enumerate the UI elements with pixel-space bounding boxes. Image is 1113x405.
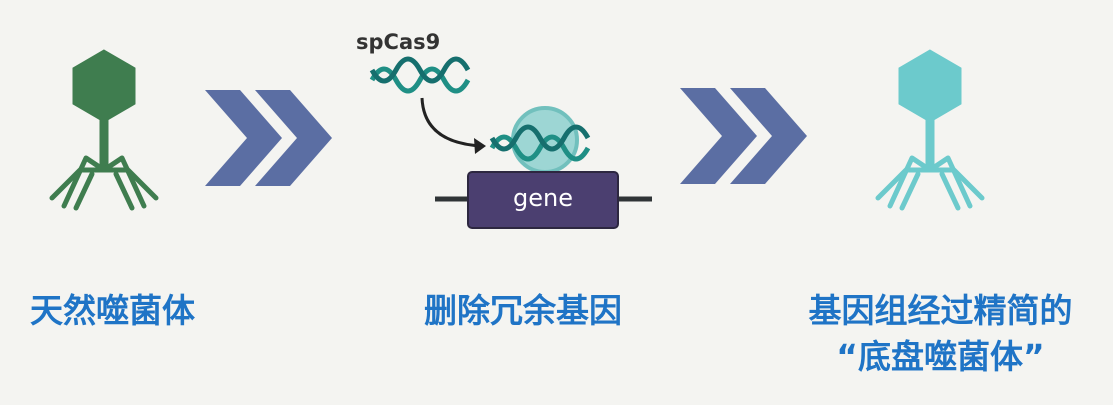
- chevron-arrow-icon: [205, 90, 332, 186]
- step3-label-line2: “底盘噬菌体”: [836, 337, 1045, 376]
- step3-label-line1: 基因组经过精简的: [808, 291, 1073, 330]
- step1-label: 天然噬菌体: [30, 291, 195, 330]
- cas9-helix-icon: [369, 56, 471, 94]
- chevron-arrow-icon: [680, 88, 807, 184]
- chassis-phage-icon: [878, 50, 982, 208]
- gene-label: gene: [513, 184, 573, 212]
- gene-box: [467, 171, 619, 229]
- curved-arrow-icon: [420, 97, 483, 148]
- natural-phage-icon: [52, 50, 156, 208]
- cas9-label: spCas9: [356, 30, 441, 54]
- step2-label: 删除冗余基因: [424, 291, 622, 330]
